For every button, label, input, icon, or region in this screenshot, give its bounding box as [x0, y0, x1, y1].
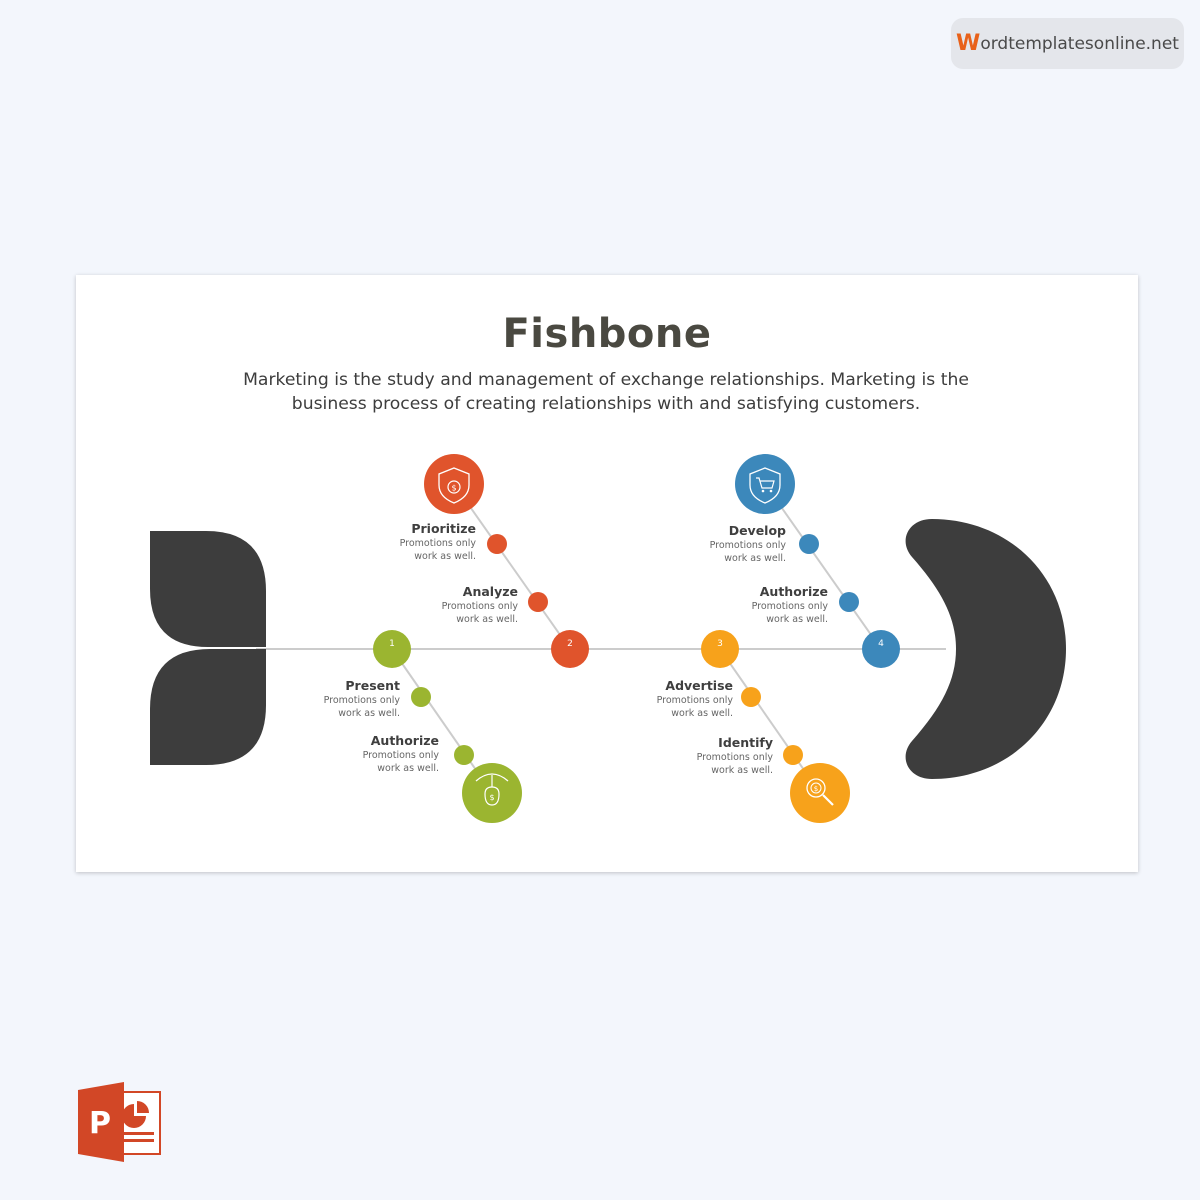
label-desc: Promotions only [441, 601, 518, 612]
slide-title: Fishbone [502, 311, 712, 357]
branch-dot-present [411, 687, 431, 707]
svg-text:$: $ [489, 793, 494, 802]
label-analyze: Analyze Promotions only work as well. [358, 584, 518, 626]
fishbone-diagram: 1 2 3 4 $ [150, 454, 1066, 823]
node-3: 3 [701, 630, 739, 668]
label-identify: Identify Promotions only work as well. [613, 735, 773, 777]
branch-line-prioritize [453, 483, 571, 650]
watermark-first-letter: W [956, 31, 981, 56]
node-2-number: 2 [567, 639, 573, 649]
svg-text:$: $ [451, 484, 456, 493]
branch-line-develop [764, 483, 882, 650]
branch-dot-prioritize [487, 534, 507, 554]
node-1: 1 [373, 630, 411, 668]
shield-money-icon: $ [424, 454, 484, 514]
label-desc: work as well. [377, 762, 439, 774]
label-desc: Promotions only [399, 538, 476, 549]
label-desc: work as well. [414, 550, 476, 562]
label-desc: Promotions only [656, 695, 733, 706]
shield-cart-icon [735, 454, 795, 514]
label-advertise: Advertise Promotions only work as well. [573, 678, 733, 720]
svg-text:$: $ [814, 785, 818, 793]
label-desc: work as well. [671, 707, 733, 719]
label-desc: Promotions only [751, 601, 828, 612]
node-2: 2 [551, 630, 589, 668]
label-desc: work as well. [766, 613, 828, 625]
slide-subtitle: Marketing is the study and management of… [243, 370, 969, 414]
branch-dot-authorize-bottom [454, 745, 474, 765]
svg-text:P: P [89, 1106, 111, 1141]
branch-dot-identify [783, 745, 803, 765]
label-desc: Promotions only [696, 752, 773, 763]
label-desc: Promotions only [323, 695, 400, 706]
label-authorize-top: Authorize Promotions only work as well. [668, 584, 828, 626]
node-3-number: 3 [717, 639, 723, 649]
label-desc: work as well. [711, 764, 773, 776]
label-desc: Promotions only [362, 750, 439, 761]
label-develop: Develop Promotions only work as well. [626, 523, 786, 565]
label-desc: work as well. [456, 613, 518, 625]
label-title: Develop [728, 523, 786, 538]
magnifier-money-icon: $ [790, 763, 850, 823]
branch-dot-advertise [741, 687, 761, 707]
label-title: Authorize [370, 733, 439, 748]
fish-head [905, 519, 1066, 779]
fish-tail-lower [150, 649, 266, 765]
label-prioritize: Prioritize Promotions only work as well. [316, 521, 476, 563]
label-title: Prioritize [411, 521, 476, 536]
node-4-number: 4 [878, 639, 884, 649]
label-title: Identify [718, 735, 773, 750]
watermark-text: ordtemplatesonline.net [980, 33, 1179, 54]
branch-dot-analyze [528, 592, 548, 612]
node-1-number: 1 [389, 639, 395, 649]
branch-dot-authorize-top [839, 592, 859, 612]
slide: Fishbone Marketing is the study and mana… [76, 275, 1138, 872]
label-title: Authorize [759, 584, 828, 599]
label-title: Analyze [462, 584, 518, 599]
fish-tail-upper [150, 531, 266, 647]
label-present: Present Promotions only work as well. [240, 678, 400, 720]
label-authorize-bottom: Authorize Promotions only work as well. [279, 733, 439, 775]
label-desc: work as well. [338, 707, 400, 719]
label-desc: work as well. [724, 552, 786, 564]
branch-dot-develop [799, 534, 819, 554]
powerpoint-icon: P [78, 1082, 161, 1162]
label-desc: Promotions only [709, 540, 786, 551]
label-title: Present [345, 678, 400, 693]
umbrella-money-icon: $ [462, 763, 522, 823]
label-title: Advertise [665, 678, 733, 693]
node-4: 4 [862, 630, 900, 668]
